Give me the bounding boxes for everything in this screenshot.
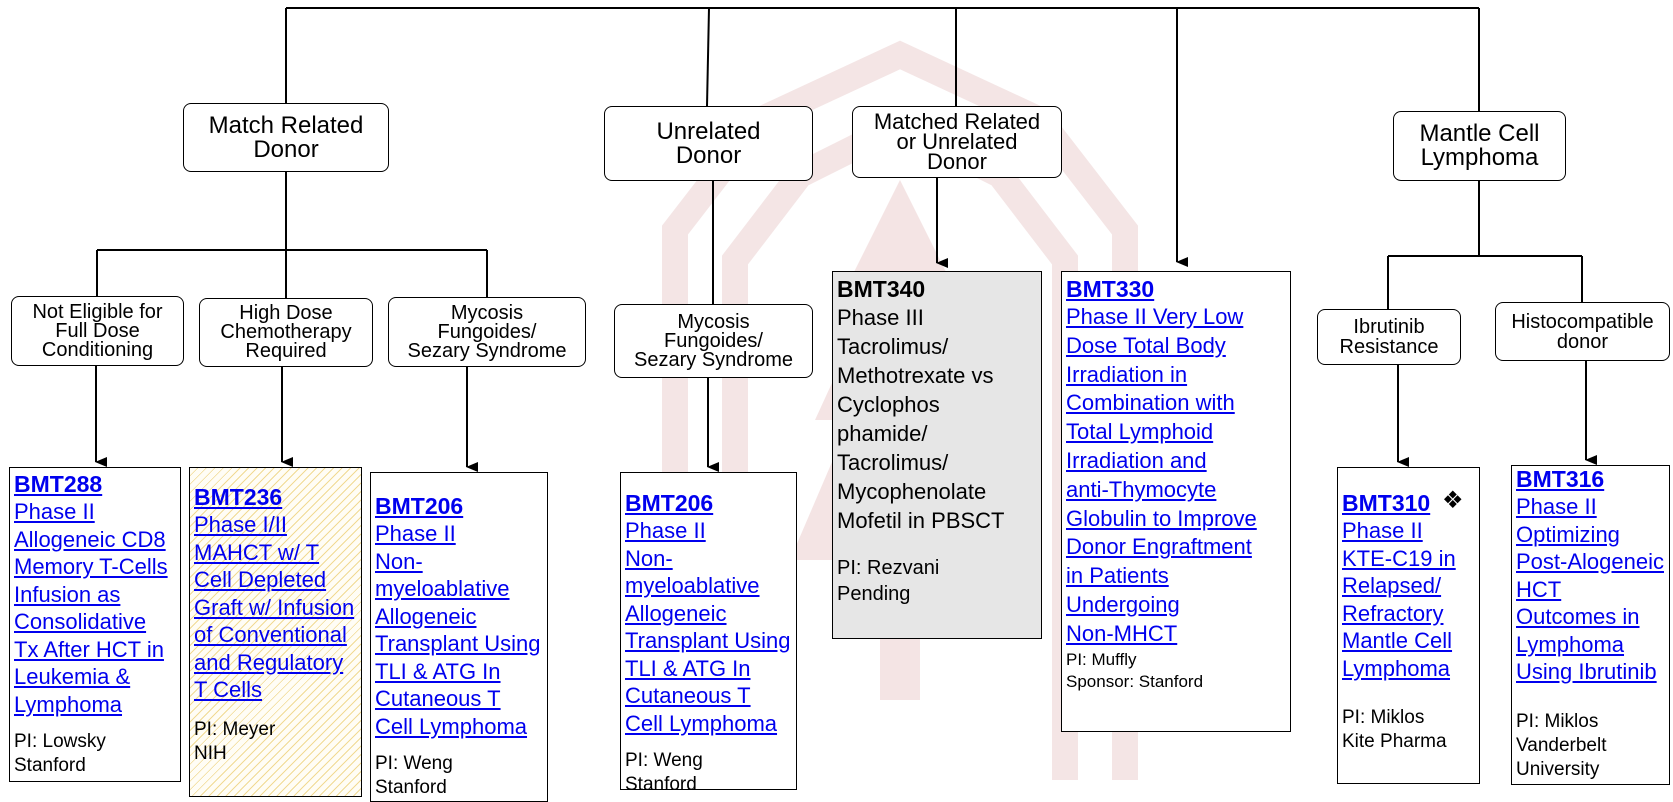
trial-pi: PI: Weng Stanford bbox=[625, 750, 703, 795]
trial-card-bmt310: BMT310 ❖ Phase II KTE-C19 in Relapsed/ R… bbox=[1337, 467, 1480, 784]
trial-title-link[interactable]: Phase II Very Low Dose Total Body Irradi… bbox=[1066, 304, 1257, 646]
trial-card-bmt340: BMT340 Phase III Tacrolimus/ Methotrexat… bbox=[832, 271, 1042, 639]
trial-title-link[interactable]: Phase I/II MAHCT w/ T Cell Depleted Graf… bbox=[194, 512, 355, 702]
node-label: Mycosis Fungoides/ Sezary Syndrome bbox=[634, 310, 793, 371]
trial-code-link[interactable]: BMT206 bbox=[375, 493, 464, 519]
trial-code-link[interactable]: BMT206 bbox=[625, 490, 714, 516]
diamond-marker-icon: ❖ bbox=[1442, 487, 1464, 514]
trial-pi: PI: Meyer NIH bbox=[194, 718, 276, 764]
node-histocompatible-donor: Histocompatible donor bbox=[1495, 302, 1670, 361]
node-ibrutinib-resistance: Ibrutinib Resistance bbox=[1317, 309, 1461, 365]
trial-code-link[interactable]: BMT316 bbox=[1516, 466, 1605, 492]
trial-title-link[interactable]: Phase II Allogeneic CD8 Memory T-Cells I… bbox=[14, 499, 168, 717]
node-unrelated-donor: Unrelated Donor bbox=[604, 106, 813, 181]
trial-title-link[interactable]: Phase II Non-myeloablative Allogeneic Tr… bbox=[625, 518, 791, 736]
trial-code-link[interactable]: BMT236 bbox=[194, 484, 283, 510]
trial-pi: PI: Weng Stanford bbox=[375, 753, 453, 798]
node-label: Match Related Donor bbox=[208, 111, 364, 163]
trial-title-link[interactable]: Phase II Optimizing Post-Alogeneic HCT O… bbox=[1516, 494, 1664, 684]
node-label: Mycosis Fungoides/ Sezary Syndrome bbox=[407, 301, 567, 362]
node-mantle-cell-lymphoma: Mantle Cell Lymphoma bbox=[1393, 111, 1566, 181]
trial-code-link[interactable]: BMT330 bbox=[1066, 276, 1155, 302]
node-label: Mantle Cell Lymphoma bbox=[1419, 120, 1540, 171]
trial-code-link[interactable]: BMT288 bbox=[14, 471, 103, 497]
node-match-related-donor: Match Related Donor bbox=[183, 103, 389, 172]
node-mycosis-fungoides-2: Mycosis Fungoides/ Sezary Syndrome bbox=[614, 304, 813, 378]
node-label: Ibrutinib Resistance bbox=[1339, 316, 1439, 358]
trial-pi: PI: Miklos Vanderbelt University bbox=[1516, 710, 1607, 780]
node-not-eligible: Not Eligible for Full Dose Conditioning bbox=[11, 296, 184, 366]
trial-title-link[interactable]: Phase II KTE-C19 in Relapsed/ Refractory… bbox=[1342, 518, 1456, 681]
trial-title: Phase III Tacrolimus/ Methotrexate vs Cy… bbox=[837, 305, 1005, 533]
node-label: Matched Related or Unrelated Donor bbox=[873, 109, 1041, 174]
trial-card-bmt206-b: BMT206 Phase II Non-myeloablative Alloge… bbox=[620, 472, 797, 795]
trial-pi: PI: Rezvani Pending bbox=[837, 557, 940, 605]
trial-title-link[interactable]: Phase II Non-myeloablative Allogeneic Tr… bbox=[375, 521, 541, 739]
node-mycosis-fungoides-1: Mycosis Fungoides/ Sezary Syndrome bbox=[388, 297, 586, 367]
node-label: High Dose Chemotherapy Required bbox=[220, 302, 352, 362]
trial-card-bmt236: BMT236 Phase I/II MAHCT w/ T Cell Deplet… bbox=[189, 467, 362, 797]
trial-pi: PI: Muffly Sponsor: Stanford bbox=[1066, 649, 1204, 691]
trial-code-link[interactable]: BMT310 bbox=[1342, 490, 1431, 516]
trial-pi: PI: Miklos Kite Pharma bbox=[1342, 707, 1447, 752]
node-label: Not Eligible for Full Dose Conditioning bbox=[32, 300, 163, 361]
trial-pi: PI: Lowsky Stanford bbox=[14, 731, 106, 776]
node-label: Unrelated Donor bbox=[656, 117, 761, 169]
trial-card-bmt206-a: BMT206 Phase II Non-myeloablative Alloge… bbox=[370, 472, 548, 802]
node-label: Histocompatible donor bbox=[1511, 310, 1654, 353]
node-high-dose-chemotherapy: High Dose Chemotherapy Required bbox=[199, 298, 373, 367]
trial-code: BMT340 bbox=[837, 276, 926, 302]
node-matched-related-or-unrelated-donor: Matched Related or Unrelated Donor bbox=[852, 106, 1062, 178]
trial-card-bmt288: BMT288 Phase II Allogeneic CD8 Memory T-… bbox=[9, 467, 181, 782]
trial-card-bmt316: BMT316 Phase II Optimizing Post-Alogenei… bbox=[1511, 465, 1670, 785]
trial-card-bmt330: BMT330 Phase II Very Low Dose Total Body… bbox=[1061, 271, 1291, 732]
